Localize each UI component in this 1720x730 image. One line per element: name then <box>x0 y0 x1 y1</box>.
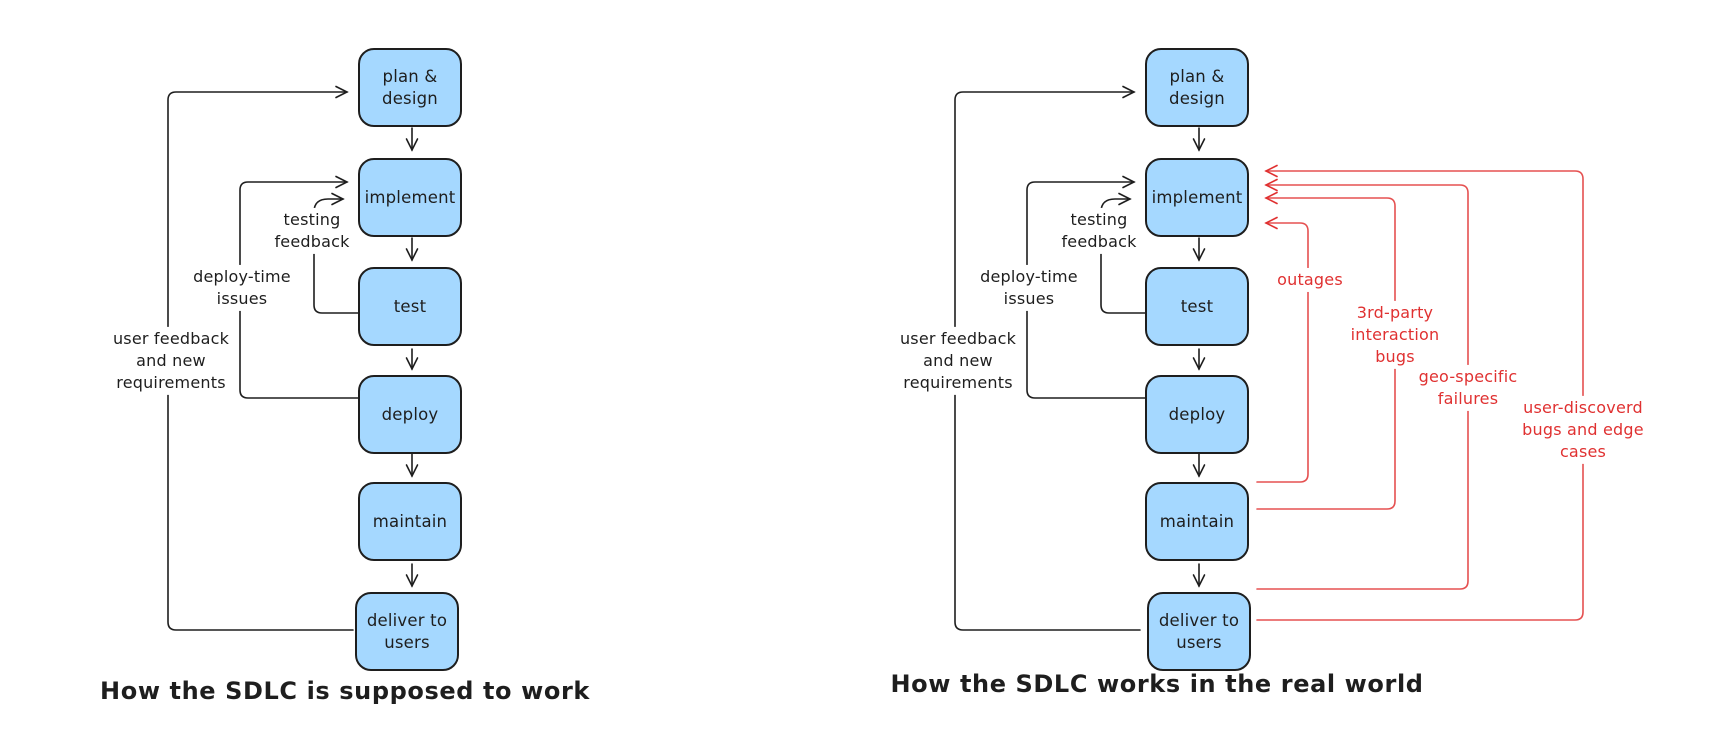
node-label: maintain <box>372 511 448 531</box>
left-node-deliver-to-users: deliver to users <box>355 592 459 671</box>
right-node-test: test <box>1145 267 1249 346</box>
node-label: deliver to users <box>1158 611 1240 652</box>
node-label: maintain <box>1159 511 1235 531</box>
node-label: deploy <box>1168 404 1226 424</box>
node-label: plan & design <box>1169 67 1225 108</box>
node-label: plan & design <box>382 67 438 108</box>
node-label: test <box>1180 296 1214 316</box>
node-label: implement <box>364 187 456 207</box>
right-label-deploy-time-issues: deploy-time issues <box>976 264 1082 312</box>
node-label: deliver to users <box>366 611 448 652</box>
left-node-implement: implement <box>358 158 462 237</box>
right-node-plan-design: plan & design <box>1145 48 1249 127</box>
right-label-user-discovered-bugs: user-discoverd bugs and edge cases <box>1514 395 1652 465</box>
right-node-implement: implement <box>1145 158 1249 237</box>
right-node-maintain: maintain <box>1145 482 1249 561</box>
left-loop-testing-feedback <box>313 192 359 314</box>
node-label: test <box>393 296 427 316</box>
right-label-geo-specific-failures: geo-specific failures <box>1414 364 1522 412</box>
left-node-test: test <box>358 267 462 346</box>
red-loop-outages <box>1256 216 1309 483</box>
right-node-deploy: deploy <box>1145 375 1249 454</box>
right-node-deliver-to-users: deliver to users <box>1147 592 1251 671</box>
left-node-plan-design: plan & design <box>358 48 462 127</box>
left-diagram-caption: How the SDLC is supposed to work <box>100 677 590 705</box>
left-node-maintain: maintain <box>358 482 462 561</box>
right-label-user-feedback: user feedback and new requirements <box>895 326 1021 396</box>
right-loop-testing-feedback <box>1100 192 1146 314</box>
left-node-deploy: deploy <box>358 375 462 454</box>
node-label: implement <box>1151 187 1243 207</box>
right-label-outages: outages <box>1273 267 1347 293</box>
node-label: deploy <box>381 404 439 424</box>
red-loop-user-discovered-bugs <box>1256 164 1584 621</box>
right-label-third-party-bugs: 3rd-party interaction bugs <box>1346 300 1444 370</box>
right-label-testing-feedback: testing feedback <box>1057 207 1141 255</box>
left-label-user-feedback: user feedback and new requirements <box>108 326 234 396</box>
left-label-deploy-time-issues: deploy-time issues <box>189 264 295 312</box>
right-diagram-caption: How the SDLC works in the real world <box>890 670 1424 698</box>
left-label-testing-feedback: testing feedback <box>270 207 354 255</box>
